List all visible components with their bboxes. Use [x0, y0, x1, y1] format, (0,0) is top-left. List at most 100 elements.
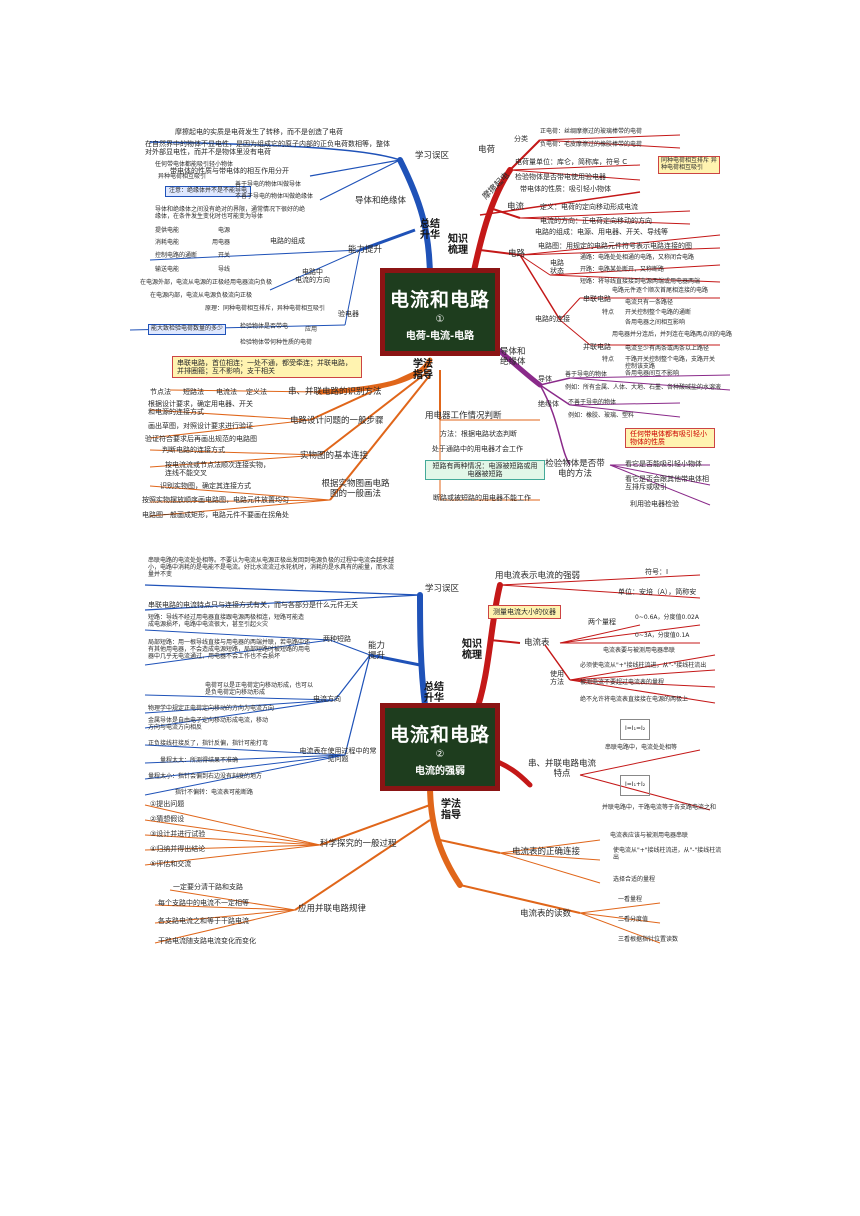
usage-4: 绝不允许将电流表直接接在电源的两极上	[580, 696, 689, 703]
work-broken: 断路或被短路的用电器不能工作	[433, 494, 531, 502]
mistake-2: 在自然界中的物体不显电性，是因为组成它的原子内部的正负电荷数相等，整体对外部显电…	[145, 140, 390, 157]
ammeter-problems-label: 电流表在使用过程中的常见问题	[299, 747, 377, 764]
hub-knowledge: 知识 梳理	[462, 639, 482, 661]
identify-current: 电流法	[216, 388, 237, 396]
mnemonic-box: 串联电路，首位相连；一处不通，都受牵连；并联电路，并排圈箍；互不影响，支干相关	[172, 356, 362, 379]
short-circuit-label: 两种短路	[323, 635, 351, 643]
check-electroscope: 利用验电器检验	[630, 500, 679, 508]
insulator-examples: 例如：橡胶、玻璃、塑料	[568, 412, 635, 419]
formula-parallel: I=I₁+I₂	[620, 775, 651, 796]
insulator-label: 绝缘体	[538, 400, 559, 408]
mistakes-label: 学习误区	[425, 584, 460, 594]
basic-connection-label: 实物图的基本连接	[300, 451, 369, 461]
map2-connector-lines	[144, 574, 716, 944]
work-closed-circuit: 处于通路中的用电器才会工作	[432, 445, 523, 453]
charge-rule-box: 同种电荷相互排斥 异种电荷相互吸引	[658, 156, 720, 174]
science-step-2: ②猜想假设	[150, 815, 185, 823]
conductor-label: 导体和绝缘体	[355, 196, 407, 206]
circuit-consume: 消耗电能	[155, 239, 180, 246]
usage-3: 被测电流不要超过电流表的量程	[580, 679, 665, 686]
circuit-appliance: 用电器	[212, 239, 231, 246]
ability-label: 能力 提升	[368, 641, 386, 661]
range-2: 0~3A，分度值0.1A	[635, 632, 690, 639]
parallel-rule-3: 各支路电流之和等于干路电流	[158, 917, 249, 925]
direction-3: 金属导体是自由电子定向移动形成电流，移动方向与电流方向相反	[148, 717, 269, 731]
state-short: 短路：将导线直接接到电源两端或用电器两端	[580, 278, 701, 285]
electroscope-type: 检验物体带何种性质的电荷	[240, 339, 313, 346]
current-direction-label: 电路中 电流的方向	[295, 268, 330, 285]
center-number: ①	[435, 314, 445, 325]
work-short-note: 短路有两种情况：电源被短路或用电器被短路	[425, 460, 545, 481]
current-symbol: 符号：I	[645, 568, 669, 576]
reading-3: 三看根据指针位置读数	[618, 936, 679, 943]
series-parallel-feature-label: 串、并联电路电流特点	[527, 759, 596, 779]
conductor-examples: 例如：所有金属、人体、大地、石墨、各种酸碱盐的水溶液	[565, 384, 722, 391]
design-label: 电路设计问题的一般步骤	[290, 416, 384, 426]
identify-label: 串、并联电路的识别方法	[288, 387, 382, 397]
insulator-def: 不善于导电的物体	[568, 399, 617, 406]
ammeter-problem-4: 指针不偏转：电流表可能断路	[175, 789, 254, 796]
check-method-label: 检验物体是否带电的方法	[545, 459, 605, 479]
current-definition: 定义：电荷的定向移动形成电流	[540, 203, 638, 211]
ability-label: 能力提升	[348, 245, 383, 255]
correct-2: 使电流从"+"接线柱流进，从"-"接线柱流出	[613, 847, 722, 861]
current-strength-label: 用电流表示电流的强弱	[495, 571, 581, 581]
center-subtitle: 电流的强弱	[415, 766, 465, 777]
science-step-1: ①提出问题	[150, 800, 185, 808]
conductor-a: 善于导电的物体叫做导体	[235, 181, 302, 188]
parallel-definition: 用电器并分连后，并列连在电路两点间的电路	[612, 331, 733, 338]
negative-charge: 负电荷：毛皮摩擦过的橡胶棒带的电荷	[540, 141, 643, 148]
work-method: 方法：根据电路状态判断	[440, 430, 517, 438]
current-label: 电流	[507, 202, 525, 212]
center-number: ②	[435, 749, 445, 760]
formula-series: I=I₁=I₂	[620, 719, 651, 740]
basic-1: 判断电路的连接方式	[162, 446, 225, 454]
usage-1: 电流表要与被测用电器串联	[603, 647, 676, 654]
electroscope-note: 能大致检验电荷数量的多少	[148, 324, 227, 335]
parallel-rule-label: 应用并联电路规律	[298, 904, 367, 914]
charge-class-label: 分类	[514, 135, 528, 143]
direction-inside: 在电源内部，电流从电源负极流向正极	[150, 292, 253, 299]
hub-knowledge: 知识 梳理	[448, 234, 468, 256]
correct-connection-label: 电流表的正确连接	[512, 847, 581, 857]
mistakes-label: 学习误区	[415, 151, 450, 161]
charge-unit: 电荷量单位：库仑，简称库，符号 C	[515, 158, 628, 166]
hub-summary: 总结 升华	[420, 219, 440, 241]
parallel-feature-label: 特点	[602, 356, 615, 363]
ammeter-problem-3: 量程太小：指针会偏到右边没有刻度的地方	[148, 773, 263, 780]
general-2: 按照实物摆放顺序画电路图，电路元件放置均匀	[142, 496, 289, 504]
current-direction-label: 电流方向	[313, 695, 341, 703]
hub-methods: 学法 指导	[413, 359, 433, 381]
series-feature-2: 开关控制整个电路的通断	[625, 309, 692, 316]
work-label: 用电器工作情况判断	[425, 411, 502, 421]
general-method-label: 根据实物图画电路图的一般画法	[321, 479, 390, 499]
positive-charge: 正电荷：丝绸摩擦过的玻璃棒带的电荷	[540, 128, 643, 135]
parallel-feature: 并联电路中，干路电流等于各支路电流之和	[602, 804, 717, 811]
mistake-1: 串联电路的电流处处相等。不要认为电流从电源正极出发回到电源负极的过程中电流会越来…	[148, 557, 395, 578]
electroscope-use: 应用	[305, 326, 318, 333]
circuit-components: 电路的组成：电源、用电器、开关、导线等	[535, 228, 668, 236]
science-process-label: 科学探究的一般过程	[320, 839, 397, 849]
hub-summary: 总结 升华	[424, 682, 444, 704]
circuit-control: 控制电路的通断	[155, 252, 198, 259]
charged-body-nature: 带电体的性质：吸引轻小物体	[520, 185, 611, 193]
identify-short: 短路法	[183, 388, 204, 396]
mind-map-2: 电流和电路 ② 电流的强弱 总结 升华 知识 梳理 学法 指导 学习误区 串联电…	[0, 555, 860, 965]
circuit-diagram: 电路图：用规定的电路元件符号表示电路连接的图	[538, 242, 692, 250]
electroscope-label: 验电器	[338, 310, 359, 318]
design-step-2: 画出草图，对照设计要求进行验证	[148, 422, 253, 430]
science-step-4: ④归纳并得出结论	[150, 845, 206, 853]
charge-label: 电荷	[478, 145, 496, 155]
hub-methods: 学法 指导	[441, 799, 461, 821]
circuit-supply: 提供电能	[155, 227, 180, 234]
range-1: 0~0.6A，分度值0.02A	[635, 614, 699, 621]
current-unit: 单位：安培（A），简称安	[618, 588, 697, 596]
state-open: 开路：电路某处断开，又称断路	[580, 266, 665, 273]
circuit-switch: 开关	[218, 252, 231, 259]
mistake-1: 摩擦起电的实质是电荷发生了转移，而不是创造了电荷	[175, 128, 343, 136]
series-feature-3: 各用电器之间相互影响	[625, 319, 686, 326]
two-ranges-label: 两个量程	[588, 618, 616, 626]
general-3: 电路图一般画成矩形，电路元件不要画在拐角处	[142, 511, 289, 519]
short-circuit-2: 局部短路：用一根导线直接与用电器的两端并联，若电路中还有其他用电器，不会造成电源…	[148, 639, 311, 660]
ammeter-label: 电流表	[524, 638, 550, 648]
